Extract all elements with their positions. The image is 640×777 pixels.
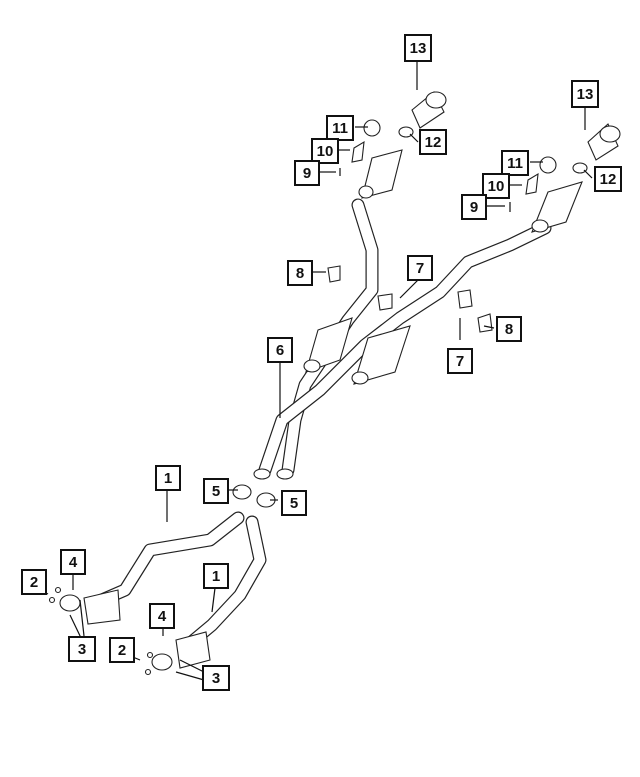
- bolts: [339, 168, 511, 212]
- callout-12-right: 12: [594, 166, 622, 192]
- leader-lines: [39, 62, 593, 681]
- callout-7-lower: 7: [447, 348, 473, 374]
- callout-13-right: 13: [571, 80, 599, 108]
- callout-5-right: 5: [281, 490, 307, 516]
- callout-7-upper: 7: [407, 255, 433, 281]
- callout-1-lower: 1: [203, 563, 229, 589]
- callout-2-right: 2: [109, 637, 135, 663]
- callout-6: 6: [267, 337, 293, 363]
- front-pipe-right: [181, 515, 267, 652]
- resonator-left: [303, 317, 353, 373]
- rear-muffler-right: [531, 181, 583, 233]
- callout-11-left: 11: [326, 115, 354, 141]
- band-clamps: [232, 484, 276, 508]
- callout-9-right: 9: [461, 194, 487, 220]
- callout-10-right: 10: [482, 173, 510, 199]
- callout-5-left: 5: [203, 478, 229, 504]
- rear-muffler-left: [358, 149, 403, 199]
- callout-9-left: 9: [294, 160, 320, 186]
- right-exhaust-pipe: [258, 221, 552, 477]
- callout-8-right: 8: [496, 316, 522, 342]
- resonator-right: [351, 325, 411, 385]
- callout-10-left: 10: [311, 138, 339, 164]
- exhaust-tip-right: [587, 123, 621, 161]
- callout-1-upper: 1: [155, 465, 181, 491]
- tip-clamps: [398, 126, 588, 174]
- callout-3-left: 3: [68, 636, 96, 662]
- callout-13-left: 13: [404, 34, 432, 62]
- callout-4-right: 4: [149, 603, 175, 629]
- callout-2-left: 2: [21, 569, 47, 595]
- catalytic-converter-right: [151, 631, 211, 671]
- isolators: [363, 119, 557, 174]
- callout-4-left: 4: [60, 549, 86, 575]
- callout-11-right: 11: [501, 150, 529, 176]
- exhaust-tip-left: [411, 91, 447, 129]
- catalytic-converter-left: [59, 589, 121, 625]
- callout-12-left: 12: [419, 129, 447, 155]
- fasteners: [48, 586, 154, 676]
- pipe-outlets: [253, 468, 294, 480]
- brackets: [327, 140, 539, 333]
- callout-8-left: 8: [287, 260, 313, 286]
- callout-3-right: 3: [202, 665, 230, 691]
